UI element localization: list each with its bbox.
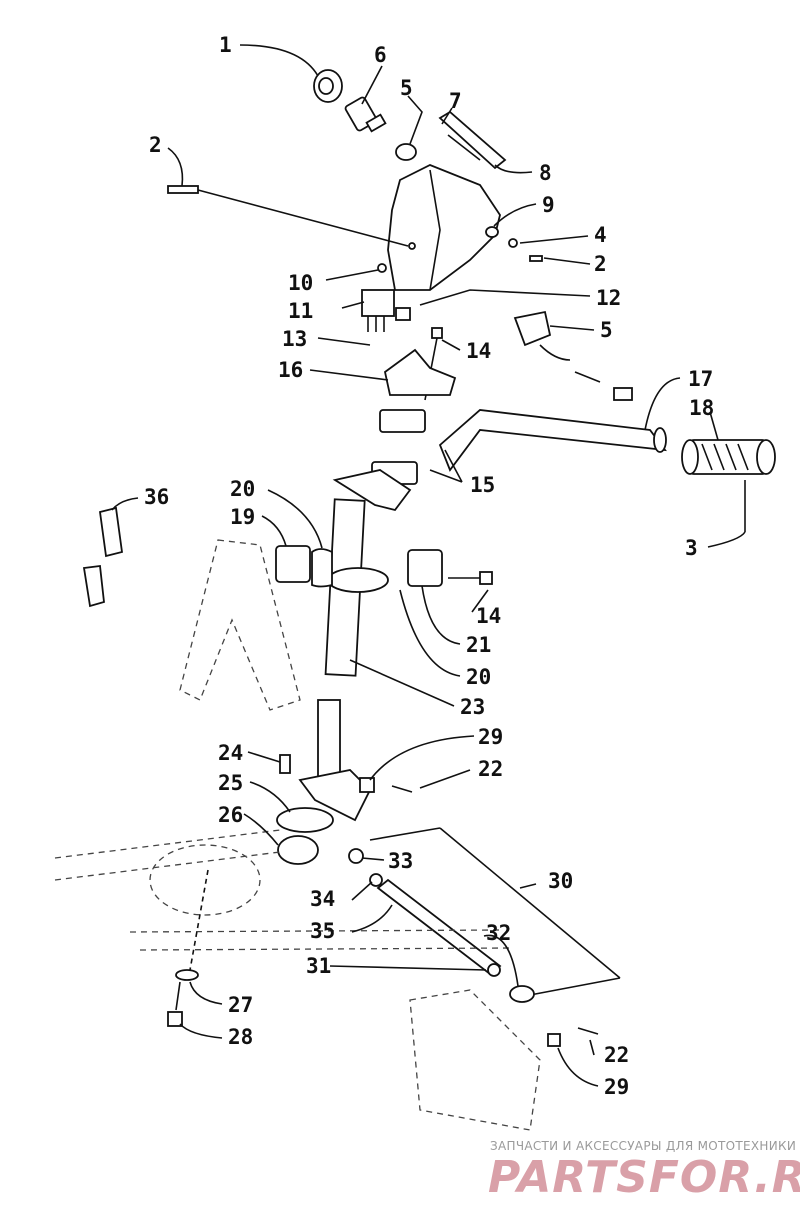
part-27-washer <box>175 969 199 981</box>
part-9-console <box>387 164 501 291</box>
part-16-bracket <box>383 348 457 396</box>
callout-13: 13 <box>282 327 307 351</box>
watermark-tagline: ЗАПЧАСТИ И АКСЕССУАРЫ ДЛЯ МОТОТЕХНИКИ <box>490 1139 796 1153</box>
callout-11: 11 <box>288 299 313 323</box>
leader-lines <box>111 44 746 1087</box>
callout-9: 9 <box>542 193 555 217</box>
callout-23: 23 <box>460 695 485 719</box>
callout-30: 30 <box>548 869 573 893</box>
callout-26: 26 <box>218 803 243 827</box>
callout-1: 1 <box>219 33 232 57</box>
part-5-nut <box>395 143 417 161</box>
part-lower-steering <box>276 699 372 865</box>
part-2-screw <box>167 185 409 247</box>
callout-8: 8 <box>539 161 552 185</box>
callout-15: 15 <box>470 473 495 497</box>
callout-24: 24 <box>218 741 243 765</box>
part-24-bolt <box>279 754 291 774</box>
part-28-bolt <box>167 981 183 1027</box>
callout-19: 19 <box>230 505 255 529</box>
part-4-washer <box>508 238 518 248</box>
callout-21: 21 <box>466 633 491 657</box>
callout-3: 3 <box>685 536 698 560</box>
callout-2: 2 <box>149 133 162 157</box>
part-11-switch <box>361 263 411 332</box>
callout-14: 14 <box>466 339 491 363</box>
callout-2b: 2 <box>594 252 607 276</box>
part-29-nut-lower <box>547 1033 561 1047</box>
callout-16: 16 <box>278 358 303 382</box>
callout-28: 28 <box>228 1025 253 1049</box>
part-20-bushing <box>311 548 333 588</box>
part-5-switch-housing <box>513 310 633 401</box>
callout-36: 36 <box>144 485 169 509</box>
callout-29b: 29 <box>604 1075 629 1099</box>
callout-31: 31 <box>306 954 331 978</box>
part-22-pin <box>391 785 413 793</box>
callout-33: 33 <box>388 849 413 873</box>
part-36-hose <box>82 506 124 608</box>
part-30-tie-rod <box>348 827 621 1003</box>
callout-6: 6 <box>374 43 387 67</box>
callout-10: 10 <box>288 271 313 295</box>
callout-27: 27 <box>228 993 253 1017</box>
callout-34: 34 <box>310 887 335 911</box>
callout-29: 29 <box>478 725 503 749</box>
callout-14b: 14 <box>476 604 501 628</box>
part-18-grip <box>681 439 776 475</box>
callout-12: 12 <box>596 286 621 310</box>
part-14-bolt-side <box>448 571 493 585</box>
callout-5: 5 <box>400 76 413 100</box>
callout-20: 20 <box>230 477 255 501</box>
part-2-screw-small <box>529 255 543 262</box>
callout-22: 22 <box>478 757 503 781</box>
part-21-cap <box>407 549 443 587</box>
callout-32: 32 <box>486 921 511 945</box>
frame-outline-lower <box>54 829 541 1131</box>
part-7-8-cover <box>438 110 507 170</box>
watermark-logo: PARTSFOR.RU <box>488 1152 800 1203</box>
frame-outline-upper <box>179 539 301 711</box>
callout-20b: 20 <box>466 665 491 689</box>
part-1-cap <box>313 69 343 103</box>
callout-22b: 22 <box>604 1043 629 1067</box>
callout-7: 7 <box>449 89 462 113</box>
callout-5b: 5 <box>600 318 613 342</box>
part-22-pin-lower <box>577 1027 599 1035</box>
callout-17: 17 <box>688 367 713 391</box>
part-29-nut <box>359 777 375 793</box>
part-23-steering-post <box>324 469 412 677</box>
callout-25: 25 <box>218 771 243 795</box>
part-6-key <box>344 96 387 133</box>
callout-35: 35 <box>310 919 335 943</box>
callout-18: 18 <box>689 396 714 420</box>
axis-line-27 <box>189 869 209 971</box>
part-19-cap <box>275 545 311 583</box>
part-17-handlebar <box>438 409 667 472</box>
callout-4: 4 <box>594 223 607 247</box>
